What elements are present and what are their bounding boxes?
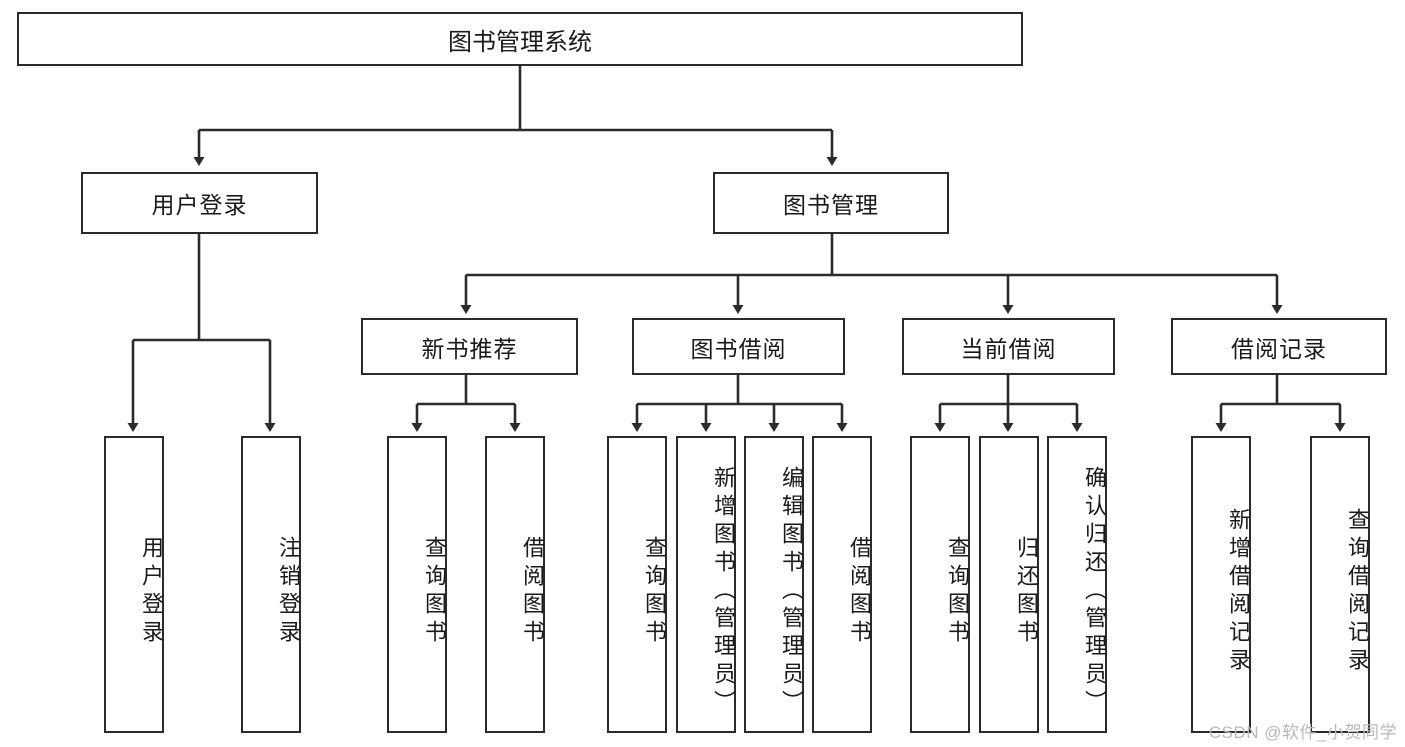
leaf-label: 查询借阅记录 bbox=[1345, 507, 1370, 676]
leaf-borrow-record-add[interactable]: 新增借阅记录 bbox=[1191, 436, 1251, 733]
leaf-label: 新增图书（管理员） bbox=[711, 465, 736, 718]
leaf-book-borrow-edit[interactable]: 编辑图书（管理员） bbox=[744, 436, 804, 733]
leaf-current-borrow-confirm[interactable]: 确认归还（管理员） bbox=[1047, 436, 1107, 733]
leaf-label: 新增借阅记录 bbox=[1226, 507, 1251, 676]
node-book-borrow[interactable]: 图书借阅 bbox=[632, 318, 845, 375]
leaf-current-borrow-return[interactable]: 归还图书 bbox=[979, 436, 1039, 733]
node-borrow-record-label: 借阅记录 bbox=[1231, 335, 1327, 362]
node-root-label: 图书管理系统 bbox=[448, 28, 592, 56]
node-new-book-recommend-label: 新书推荐 bbox=[421, 335, 518, 362]
leaf-label: 确认归还（管理员） bbox=[1082, 465, 1107, 718]
watermark: CSDN @软件_小贺同学 bbox=[1208, 723, 1397, 742]
leaf-current-borrow-query[interactable]: 查询图书 bbox=[910, 436, 970, 733]
leaf-label: 借阅图书 bbox=[847, 535, 872, 648]
leaf-user-login-logout[interactable]: 注销登录 bbox=[241, 436, 301, 733]
leaf-borrow-record-query[interactable]: 查询借阅记录 bbox=[1310, 436, 1370, 733]
leaf-user-login-login[interactable]: 用户登录 bbox=[104, 436, 164, 733]
leaf-label: 归还图书 bbox=[1014, 535, 1039, 648]
node-book-borrow-label: 图书借阅 bbox=[690, 335, 787, 362]
node-user-login-label: 用户登录 bbox=[151, 192, 248, 218]
leaf-book-borrow-borrow[interactable]: 借阅图书 bbox=[812, 436, 872, 733]
node-new-book-recommend[interactable]: 新书推荐 bbox=[361, 318, 578, 375]
node-current-borrow[interactable]: 当前借阅 bbox=[902, 318, 1115, 375]
leaf-label: 注销登录 bbox=[276, 535, 301, 648]
leaf-new-book-query[interactable]: 查询图书 bbox=[387, 436, 447, 733]
leaf-book-borrow-add[interactable]: 新增图书（管理员） bbox=[676, 436, 736, 733]
leaf-label: 编辑图书（管理员） bbox=[779, 465, 804, 718]
leaf-label: 查询图书 bbox=[945, 535, 970, 648]
leaf-label: 用户登录 bbox=[139, 535, 164, 648]
leaf-label: 借阅图书 bbox=[520, 535, 545, 648]
leaf-label: 查询图书 bbox=[642, 535, 667, 648]
node-borrow-record[interactable]: 借阅记录 bbox=[1171, 318, 1387, 375]
node-root[interactable]: 图书管理系统 bbox=[17, 12, 1023, 66]
leaf-new-book-borrow[interactable]: 借阅图书 bbox=[485, 436, 545, 733]
node-current-borrow-label: 当前借阅 bbox=[960, 335, 1057, 362]
node-book-management[interactable]: 图书管理 bbox=[713, 172, 949, 234]
node-book-management-label: 图书管理 bbox=[783, 192, 879, 218]
leaf-label: 查询图书 bbox=[422, 535, 447, 648]
leaf-book-borrow-query[interactable]: 查询图书 bbox=[607, 436, 667, 733]
node-user-login[interactable]: 用户登录 bbox=[81, 172, 318, 234]
